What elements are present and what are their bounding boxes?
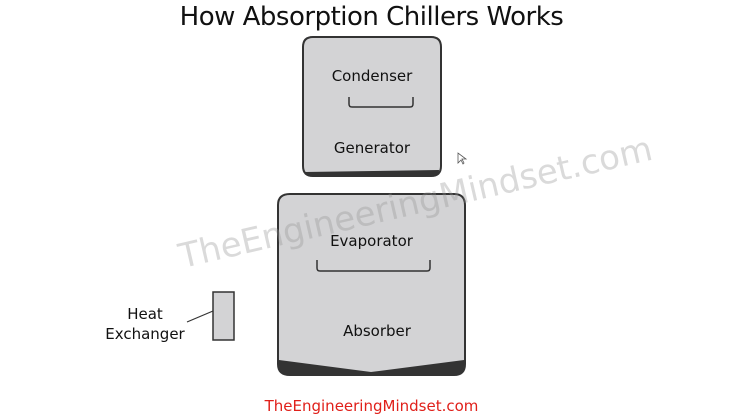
condenser-tray: [348, 97, 414, 108]
evaporator-label: Evaporator: [330, 232, 413, 250]
heat-exchanger-label: Heat Exchanger: [105, 305, 185, 343]
upper-vessel-base: [305, 170, 439, 176]
cursor-icon: [457, 152, 468, 165]
condenser-label: Condenser: [331, 67, 413, 85]
heat-exchanger: [212, 291, 235, 341]
generator-label: Generator: [333, 139, 411, 157]
lower-vessel-sump: [279, 360, 464, 375]
evaporator-tray: [316, 260, 431, 272]
page-title: How Absorption Chillers Works: [179, 2, 564, 32]
absorber-label: Absorber: [343, 322, 411, 340]
heat-exchanger-leader: [186, 310, 214, 323]
footer-website: TheEngineeringMindset.com: [264, 397, 479, 415]
